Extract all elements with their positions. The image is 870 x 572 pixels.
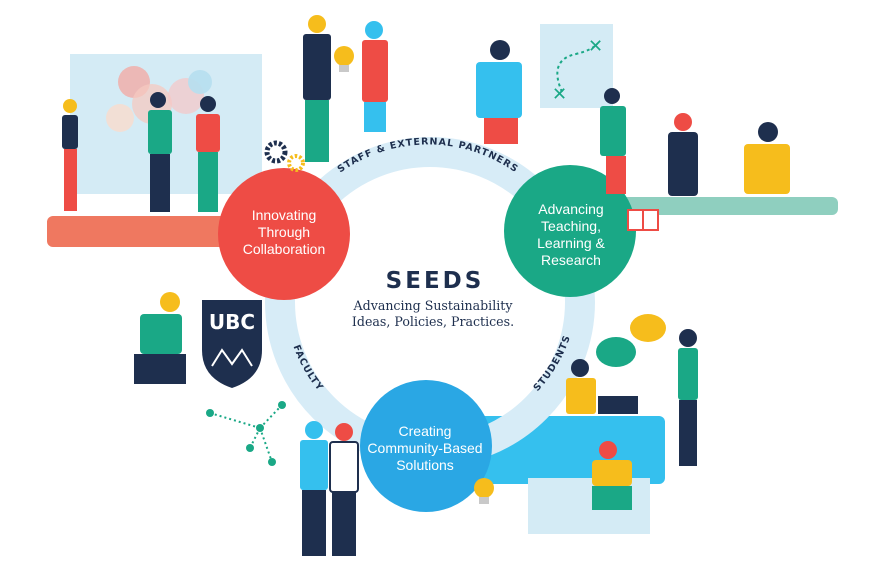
person-illustration [744, 122, 790, 194]
whiteboard-blob [106, 104, 134, 132]
node-innovating-through-collaboration: Innovating Through Collaboration [222, 207, 346, 258]
person-illustration [592, 441, 632, 510]
node-collaboration-circle [218, 168, 350, 300]
node-label-line: Innovating [251, 207, 317, 223]
node-advancing-teaching-learning-research: Advancing Teaching, Learning & Research [509, 201, 633, 269]
person-illustration [303, 15, 331, 162]
node-label-line: Through [257, 224, 311, 240]
mint-table [608, 197, 838, 215]
gear-icon [264, 140, 288, 164]
lightbulb-icon [334, 46, 354, 72]
node-label-line: Advancing [538, 201, 604, 217]
book-icon [627, 209, 659, 231]
node-label-line: Teaching, [541, 218, 601, 234]
speech-bubble-icon [630, 314, 666, 342]
person-illustration [134, 292, 186, 384]
node-label-line: Creating [398, 423, 452, 439]
person-illustration [62, 99, 78, 211]
svg-text:UBC: UBC [209, 310, 255, 334]
person-illustration [329, 423, 359, 556]
node-community-circle [360, 380, 492, 512]
map-x-mark: ✕ [588, 36, 603, 57]
seeds-title: SEEDS [385, 268, 485, 294]
node-label-line: Research [541, 252, 601, 268]
person-illustration [196, 96, 220, 212]
person-illustration [300, 421, 328, 556]
person-illustration [600, 88, 626, 194]
speech-bubble-icon [596, 337, 636, 367]
ubc-crest-logo: UBC [202, 300, 262, 388]
map-route [556, 43, 598, 93]
node-label-line: Community-Based [367, 440, 483, 456]
person-illustration [566, 359, 638, 414]
node-label-line: Collaboration [242, 241, 326, 257]
person-illustration [678, 329, 698, 466]
node-label-line: Learning & [537, 235, 605, 251]
node-label-line: Solutions [396, 457, 454, 473]
person-illustration [148, 92, 172, 212]
subtitle-line: Ideas, Policies, Practices. [351, 314, 515, 329]
node-creating-community-based-solutions: Creating Community-Based Solutions [363, 423, 487, 474]
subtitle-line: Advancing Sustainability [353, 298, 513, 313]
person-illustration [668, 113, 698, 196]
seeds-subtitle: Advancing Sustainability Ideas, Policies… [318, 298, 548, 330]
network-icon [206, 401, 286, 466]
person-illustration [476, 40, 522, 144]
whiteboard-blob [188, 70, 212, 94]
person-illustration [362, 21, 388, 132]
map-board [540, 24, 613, 108]
lightbulb-icon [474, 478, 494, 504]
gear-icon [287, 154, 305, 172]
node-teaching-circle [504, 165, 636, 297]
map-x-mark: ✕ [552, 84, 567, 105]
